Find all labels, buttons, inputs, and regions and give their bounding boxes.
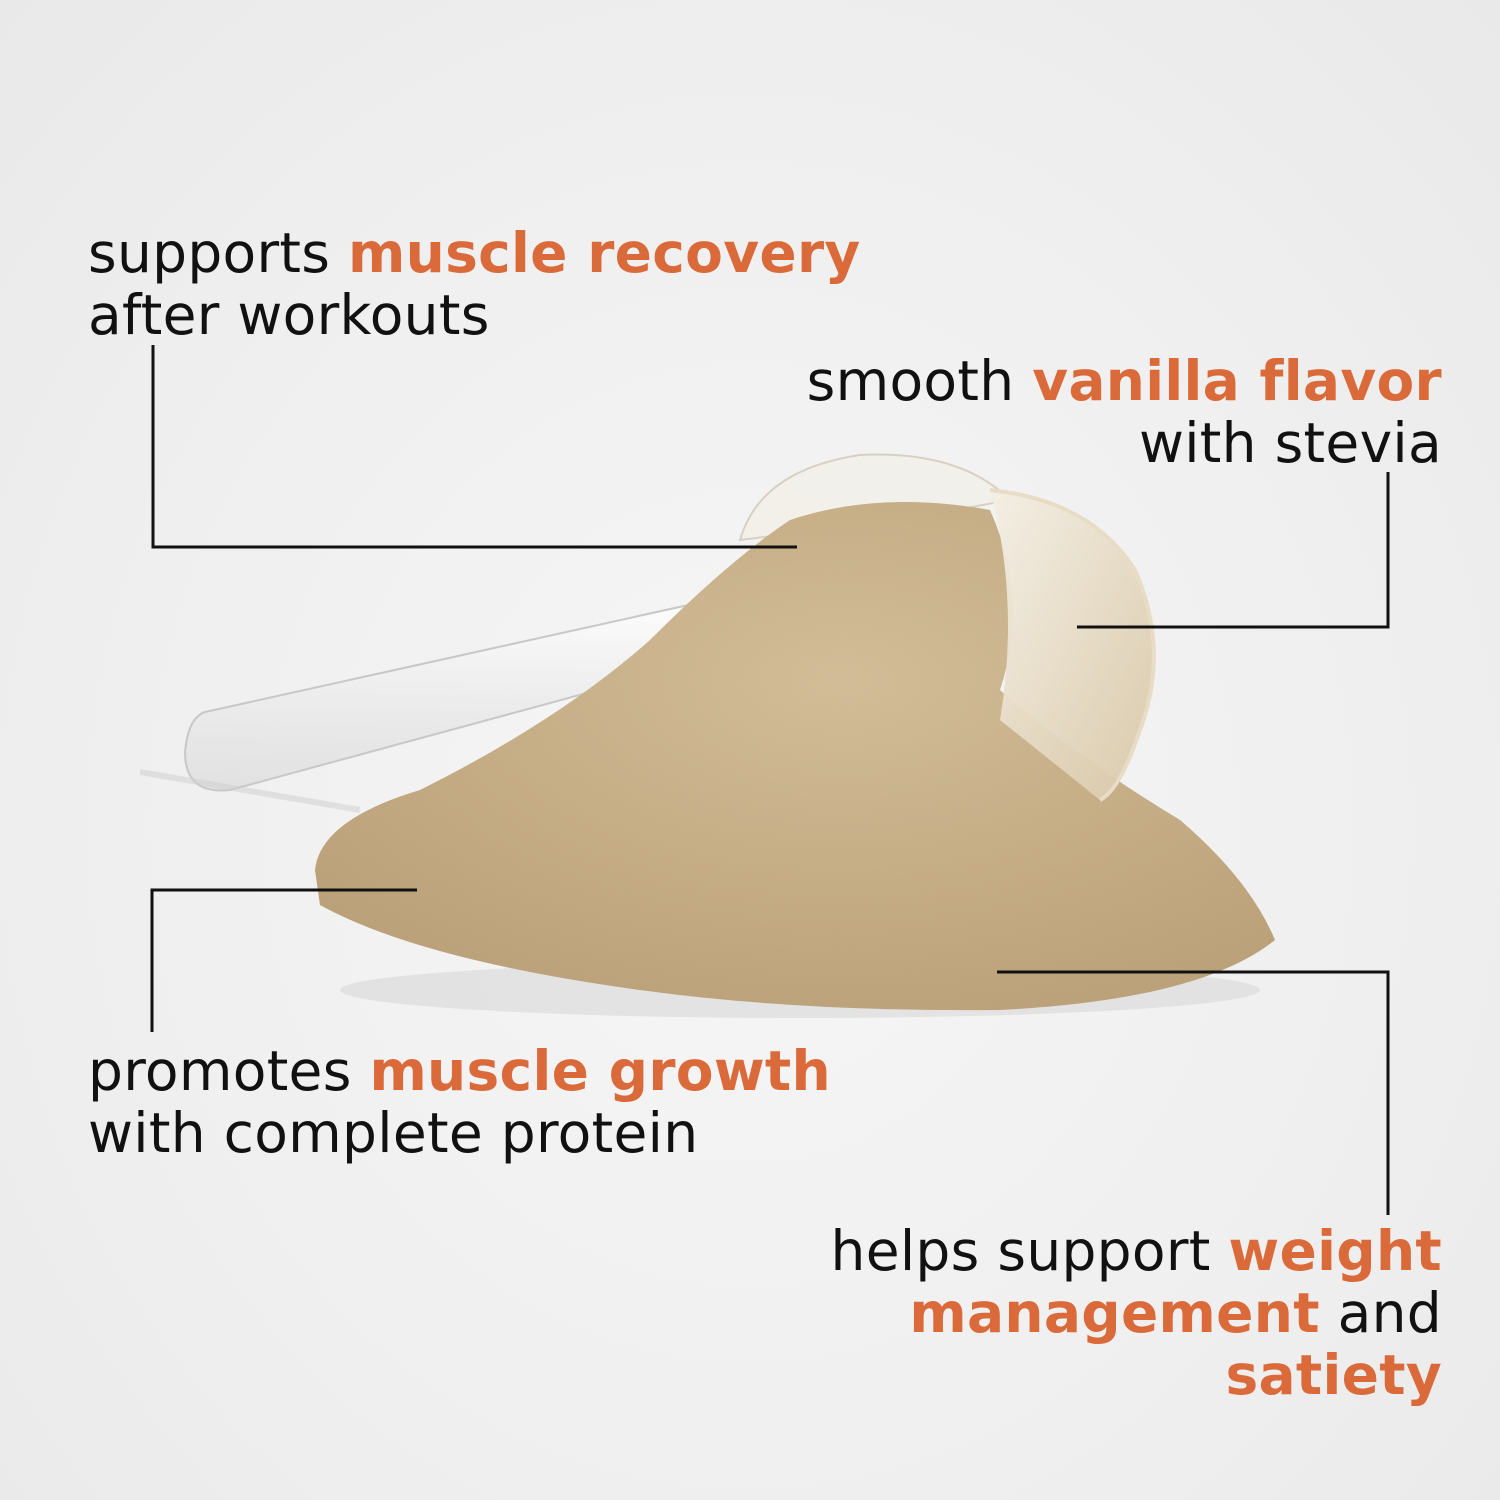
callout-line: smooth vanilla flavor <box>807 350 1442 412</box>
callout-line: supports muscle recovery <box>88 222 861 284</box>
callout-text: and <box>1319 1281 1442 1345</box>
connector-growth <box>150 888 417 1032</box>
scoop-handle <box>139 596 747 813</box>
callout-line: helps support weight <box>831 1220 1442 1282</box>
callout-text: with stevia <box>1138 411 1442 475</box>
scoop-cup <box>989 488 1156 802</box>
callout-text: after workouts <box>88 283 490 347</box>
callout-text: with complete protein <box>88 1101 699 1165</box>
callout-text: helps support <box>830 1219 1229 1283</box>
connector-weight <box>997 970 1390 1215</box>
callout-highlight: weight <box>1228 1219 1442 1283</box>
callout-line: management and <box>831 1282 1442 1344</box>
callout-weight-management: helps support weight management and sati… <box>831 1220 1442 1406</box>
callout-line: promotes muscle growth <box>88 1040 831 1102</box>
callout-highlight: muscle growth <box>369 1039 831 1103</box>
connector-recovery <box>151 345 797 549</box>
callout-highlight: management <box>909 1281 1320 1345</box>
connector-lines <box>150 345 1390 1215</box>
callout-highlight: muscle recovery <box>348 221 861 285</box>
callout-text: promotes <box>88 1039 370 1103</box>
callout-muscle-recovery: supports muscle recovery after workouts <box>88 222 861 346</box>
callout-text: smooth <box>806 349 1033 413</box>
connector-flavor <box>1077 472 1390 629</box>
callout-highlight: satiety <box>1225 1343 1442 1407</box>
callout-muscle-growth: promotes muscle growth with complete pro… <box>88 1040 831 1164</box>
callout-text: supports <box>88 221 349 285</box>
callout-highlight: vanilla flavor <box>1032 349 1442 413</box>
callout-vanilla-flavor: smooth vanilla flavor with stevia <box>807 350 1442 474</box>
